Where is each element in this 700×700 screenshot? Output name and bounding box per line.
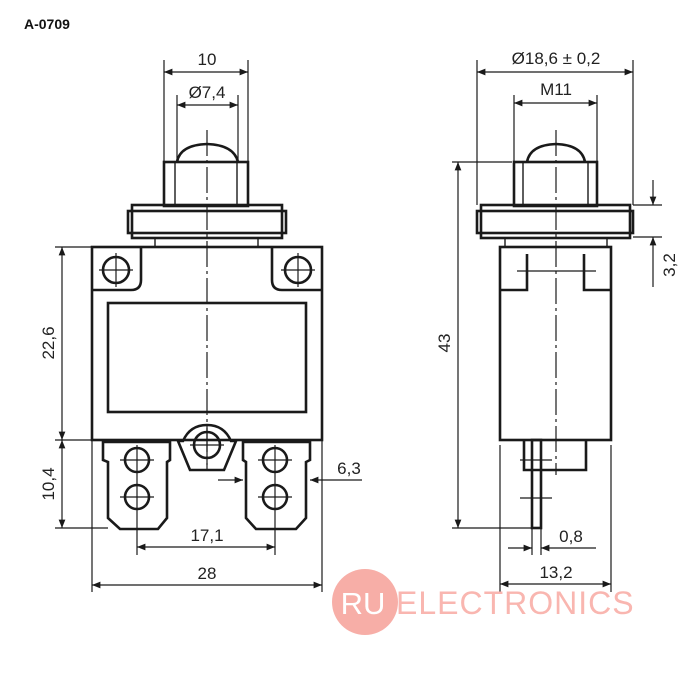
watermark-badge: RU: [341, 586, 386, 621]
front-view: 10 Ø7,4 22,6 10,4 6,3 17,1 28: [39, 50, 362, 592]
dim-body-height: 22,6: [39, 326, 58, 359]
side-view: Ø18,6 ± 0,2 M11 43 3,2 0,8 13,2: [435, 49, 679, 592]
watermark-text: ELECTRONICS: [396, 585, 635, 621]
blade-side: [530, 438, 543, 530]
terminal-side: [522, 440, 588, 472]
watermark-circle: [332, 569, 398, 635]
corner-pocket-right: [270, 247, 322, 292]
part-number-title: A-0709: [24, 16, 70, 32]
dim-terminal-width: 6,3: [337, 459, 361, 478]
dim-blade-thickness: 0,8: [559, 527, 583, 546]
dim-thread: M11: [540, 80, 572, 99]
dim-body-width: 28: [198, 564, 217, 583]
dim-button-width: 10: [198, 50, 217, 69]
corner-pocket-left: [92, 247, 143, 292]
knurled-nut-side: [475, 209, 635, 235]
dim-body-depth: 13,2: [539, 563, 572, 582]
dim-total-height: 43: [435, 334, 454, 353]
dim-terminal-pitch: 17,1: [190, 526, 223, 545]
dim-button-diameter: Ø7,4: [189, 83, 226, 102]
center-tab: [176, 423, 238, 472]
dim-nut-thickness: 3,2: [660, 253, 679, 277]
terminal-left: [101, 440, 172, 531]
dim-terminal-height: 10,4: [39, 467, 58, 500]
button-body: [162, 160, 250, 208]
terminal-right: [241, 440, 312, 531]
dim-nut-diameter: Ø18,6 ± 0,2: [512, 49, 601, 68]
watermark-logo: RU ELECTRONICS: [332, 569, 635, 635]
